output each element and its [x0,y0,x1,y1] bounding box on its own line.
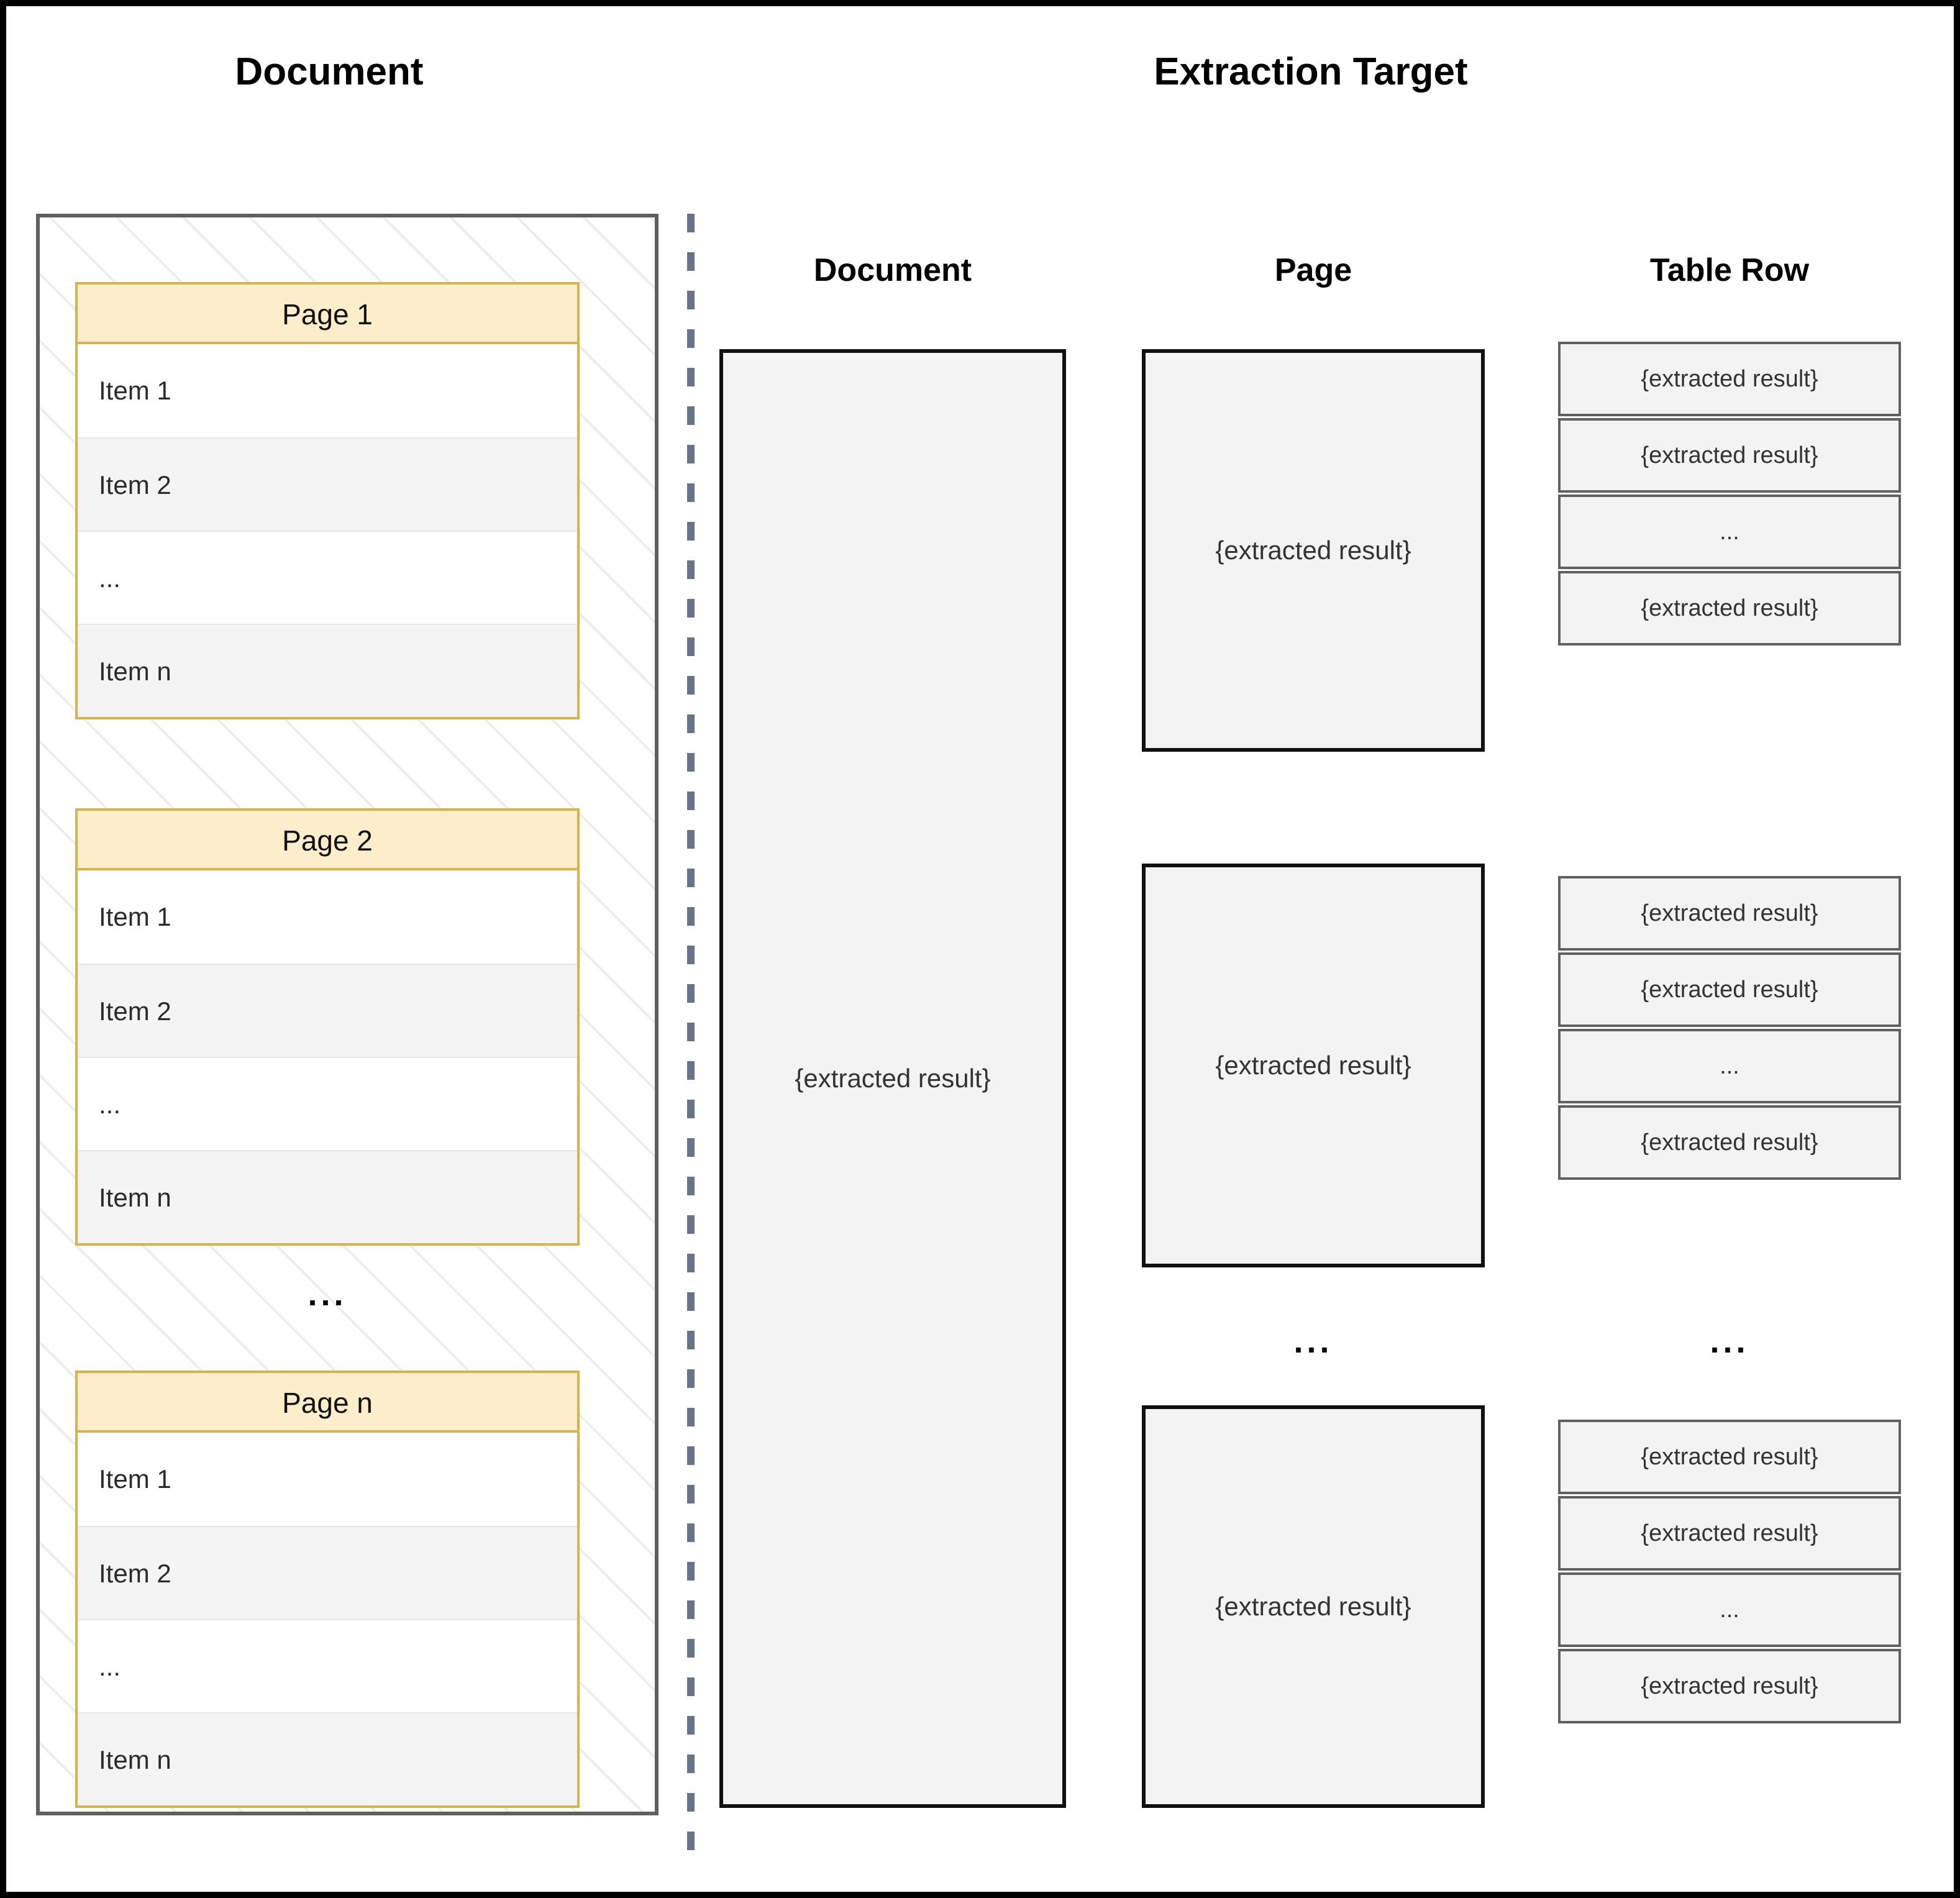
page-column-ellipsis: ... [1293,1323,1333,1360]
table-row-group: {extracted result} {extracted result} ..… [1558,342,1901,646]
page-item-row: Item n [78,1712,577,1805]
column-header-page: Page [1274,252,1352,288]
table-row-cell: {extracted result} [1558,342,1901,416]
document-result-label: {extracted result} [795,1064,991,1093]
page-item-row: Item 1 [78,344,577,437]
page-item-row-ellipsis: ... [78,1619,577,1712]
page-result-label: {extracted result} [1215,536,1411,565]
page-item-row: Item n [78,1150,577,1243]
page-result-box: {extracted result} [1142,1405,1485,1808]
page-item-row: Item 2 [78,437,577,531]
page-card: Page 2 Item 1 Item 2 ... Item n [75,808,580,1246]
page-result-box: {extracted result} [1142,864,1485,1267]
table-row-cell: {extracted result} [1558,1496,1901,1571]
page-card: Page 1 Item 1 Item 2 ... Item n [75,282,580,719]
page-card-header: Page 1 [78,285,577,344]
page-groups-ellipsis: ... [308,1275,347,1313]
table-row-cell: {extracted result} [1558,571,1901,646]
page-card-header: Page n [78,1373,577,1433]
column-header-table-row: Table Row [1649,252,1810,288]
table-row-column-ellipsis: ... [1710,1323,1749,1360]
page-item-row-ellipsis: ... [78,531,577,624]
page-result-label: {extracted result} [1215,1051,1411,1080]
table-row-cell: {extracted result} [1558,952,1901,1027]
table-row-cell: {extracted result} [1558,1105,1901,1180]
table-row-cell-ellipsis: ... [1558,495,1901,569]
document-container: Page 1 Item 1 Item 2 ... Item n Page 2 I… [36,214,659,1815]
table-row-group: {extracted result} {extracted result} ..… [1558,1420,1901,1723]
table-row-group: {extracted result} {extracted result} ..… [1558,876,1901,1180]
page-card: Page n Item 1 Item 2 ... Item n [75,1371,580,1808]
table-row-cell-ellipsis: ... [1558,1572,1901,1647]
page-item-row: Item 2 [78,964,577,1057]
table-row-cell: {extracted result} [1558,1649,1901,1723]
page-card-header: Page 2 [78,811,577,870]
table-row-cell: {extracted result} [1558,418,1901,493]
left-panel-title: Document [235,50,424,93]
page-item-row: Item n [78,624,577,717]
page-result-box: {extracted result} [1142,349,1485,752]
page-item-row-ellipsis: ... [78,1057,577,1150]
table-row-cell: {extracted result} [1558,876,1901,951]
page-item-row: Item 2 [78,1526,577,1619]
table-row-cell: {extracted result} [1558,1420,1901,1494]
document-result-box: {extracted result} [719,349,1066,1808]
right-panel-title: Extraction Target [1154,50,1468,93]
column-header-document: Document [813,252,972,288]
page-item-row: Item 1 [78,1433,577,1526]
panel-divider [687,214,695,1854]
page-item-row: Item 1 [78,870,577,964]
page-result-label: {extracted result} [1215,1592,1411,1621]
table-row-cell-ellipsis: ... [1558,1029,1901,1103]
